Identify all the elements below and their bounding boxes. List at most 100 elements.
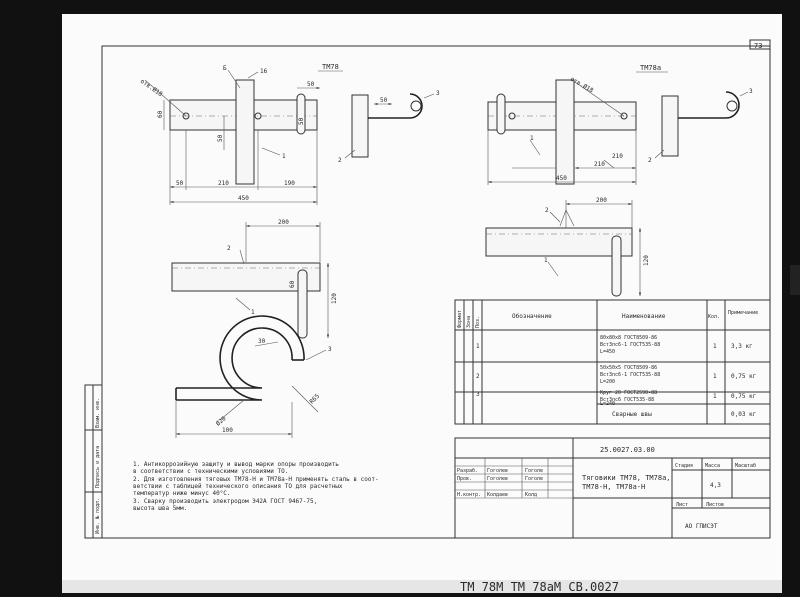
svg-text:1: 1 [251, 309, 255, 316]
svg-text:ТМ78-Н, ТМ78а-Н: ТМ78-Н, ТМ78а-Н [582, 483, 645, 491]
view-title-tm78a: ТМ78а [640, 64, 661, 72]
svg-text:120: 120 [331, 293, 338, 304]
view-hook: 30 R65 Ø20 100 3 [175, 315, 332, 438]
svg-text:Тяговики ТМ78, ТМ78а,: Тяговики ТМ78, ТМ78а, [582, 474, 671, 482]
svg-text:120: 120 [643, 255, 650, 266]
svg-text:50: 50 [307, 81, 315, 88]
svg-text:50: 50 [298, 117, 305, 125]
svg-text:Лист: Лист [676, 502, 688, 508]
svg-text:Гоголев: Гоголев [487, 468, 508, 474]
svg-text:450: 450 [238, 195, 249, 202]
svg-text:L=200: L=200 [600, 379, 615, 385]
drawing-frame [101, 45, 771, 539]
svg-text:Колдаев: Колдаев [487, 492, 508, 498]
svg-text:Формат: Формат [457, 310, 463, 328]
view-rod-left: 200 120 60 2 1 [171, 219, 338, 339]
svg-text:50: 50 [176, 180, 184, 187]
svg-text:Вст3пс6 ГОСТ535-88: Вст3пс6 ГОСТ535-88 [600, 397, 654, 403]
header-qty: Кол. [708, 314, 720, 320]
svg-text:Зона: Зона [466, 316, 472, 328]
svg-text:1: 1 [713, 343, 717, 350]
side-view-tm78: 50 3 2 [338, 90, 440, 164]
svg-text:4,3: 4,3 [710, 482, 721, 489]
svg-text:Стадия: Стадия [675, 463, 693, 469]
svg-text:30: 30 [258, 338, 266, 345]
svg-text:в соответствии с техническими: в соответствии с техническими условиями … [133, 468, 288, 475]
svg-text:190: 190 [284, 180, 295, 187]
margin-label-1: Взам. инв. [95, 398, 101, 428]
table-row: 3 Круг 20 ГОСТ2590-88 Вст3пс6 ГОСТ535-88… [476, 390, 756, 407]
svg-text:Разраб.: Разраб. [457, 467, 478, 474]
table-row: 1 80х80х8 ГОСТ8509-86 Вст3пс6-1 ГОСТ535-… [476, 335, 753, 355]
notes-block: 1. Антикоррозийную защиту и вывод марки … [133, 461, 379, 512]
svg-text:Гоголев: Гоголев [487, 476, 508, 482]
svg-text:60: 60 [157, 110, 164, 118]
svg-text:Круг 20 ГОСТ2590-88: Круг 20 ГОСТ2590-88 [600, 390, 657, 396]
svg-text:60: 60 [289, 280, 296, 288]
svg-text:200: 200 [596, 197, 607, 204]
svg-text:Гоголе: Гоголе [525, 476, 543, 482]
svg-text:3,3 кг: 3,3 кг [731, 343, 753, 350]
svg-text:3. Сварку производить электро: 3. Сварку производить электродом Э42А ГО… [133, 498, 317, 505]
svg-text:16: 16 [260, 68, 268, 75]
svg-text:80х80х8 ГОСТ8509-86: 80х80х8 ГОСТ8509-86 [600, 335, 657, 341]
doc-code: 25.0027.03.00 [600, 446, 655, 454]
edge-marker [790, 265, 800, 295]
svg-text:температур ниже минус 40°С.: температур ниже минус 40°С. [133, 490, 231, 497]
svg-text:1: 1 [544, 257, 548, 264]
view-title-tm78: ТМ78 [322, 63, 339, 71]
svg-text:Масса: Масса [705, 463, 720, 469]
svg-text:2: 2 [648, 157, 652, 164]
next-page-strip [62, 580, 782, 593]
svg-text:Н.контр.: Н.контр. [457, 492, 481, 498]
bottom-cutoff-text: ТМ 78М ТМ 78аМ СВ.0027 [460, 580, 619, 593]
svg-text:210: 210 [612, 153, 623, 160]
svg-text:3: 3 [328, 346, 332, 353]
svg-text:3: 3 [749, 88, 753, 95]
side-view-tm78a: 3 2 [648, 88, 753, 164]
svg-text:L=450: L=450 [600, 349, 615, 355]
svg-text:210: 210 [218, 180, 229, 187]
svg-text:Гоголе: Гоголе [525, 468, 543, 474]
svg-text:0,75 кг: 0,75 кг [731, 393, 756, 400]
svg-text:L=240: L=240 [600, 401, 615, 407]
svg-text:Масштаб: Масштаб [735, 462, 756, 469]
svg-text:50: 50 [217, 134, 224, 142]
title-block: 25.0027.03.00 Тяговики ТМ78, ТМ78а, ТМ78… [454, 437, 771, 539]
callout-1: 1 [282, 153, 286, 160]
view-rod-right: 200 120 2 1 [485, 197, 650, 297]
company-name: АО ГПИСЭТ [685, 523, 718, 530]
table-row: 2 50х50х5 ГОСТ8509-86 Вст3пс6-1 ГОСТ535-… [476, 365, 756, 385]
view-tm78a: ТМ78а отв.Ø18 210 450 1 210 [487, 64, 668, 185]
sheet-number: 73 [754, 42, 762, 50]
spec-table: Формат Зона Поз. Обозначение Наименовани… [454, 299, 771, 425]
header-note: Примечание [728, 310, 758, 316]
svg-text:0,75 кг: 0,75 кг [731, 373, 756, 380]
left-margin-strip: Взам. инв. Подпись и дата Инв. № подл. [84, 384, 103, 539]
svg-text:Вст3пс6-1 ГОСТ535-88: Вст3пс6-1 ГОСТ535-88 [600, 372, 660, 378]
svg-text:200: 200 [278, 219, 289, 226]
svg-text:3: 3 [436, 90, 440, 97]
table-row: Сварные швы 0,03 кг [612, 411, 756, 418]
sheet-number-box [749, 39, 771, 50]
svg-text:1. Антикоррозийную защиту и в: 1. Антикоррозийную защиту и вывод марки … [133, 461, 339, 468]
svg-text:0,03 кг: 0,03 кг [731, 411, 756, 418]
svg-text:Вст3пс6-1 ГОСТ535-88: Вст3пс6-1 ГОСТ535-88 [600, 342, 660, 348]
svg-text:2: 2 [476, 373, 480, 380]
header-designation: Обозначение [512, 313, 552, 320]
svg-text:Поз.: Поз. [475, 316, 481, 328]
svg-text:50: 50 [380, 97, 388, 104]
svg-text:Пров.: Пров. [457, 476, 472, 482]
svg-text:высота шва 5мм.: высота шва 5мм. [133, 505, 187, 512]
svg-text:Колд: Колд [525, 492, 537, 498]
view-tm78: ТМ78 отв.Ø18 Б 16 50 60 50 50 1 50 [139, 63, 343, 205]
svg-text:1: 1 [713, 393, 717, 400]
svg-text:1: 1 [476, 343, 480, 350]
svg-text:2: 2 [338, 157, 342, 164]
svg-text:Сварные швы: Сварные швы [612, 411, 652, 418]
svg-text:1: 1 [530, 135, 534, 142]
plate-part-tm78 [235, 79, 255, 185]
svg-text:2. Для изготовления тяговых Т: 2. Для изготовления тяговых ТМ78-Н и ТМ7… [133, 476, 379, 483]
